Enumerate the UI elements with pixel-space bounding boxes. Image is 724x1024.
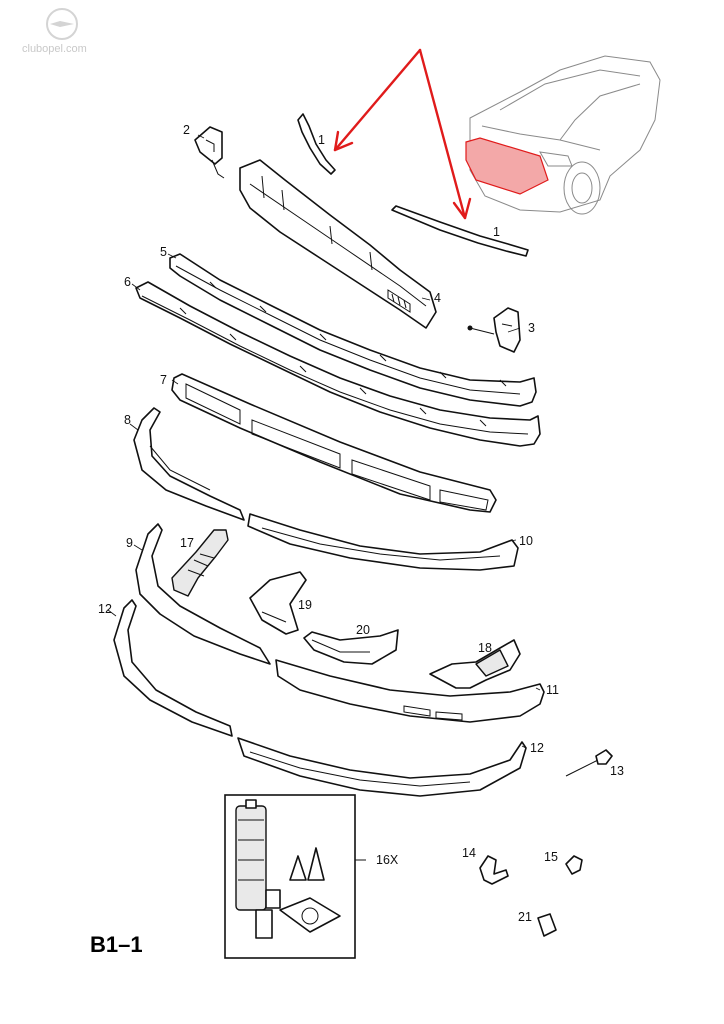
arrow-head-right: [452, 197, 472, 220]
arrow-line-left: [333, 48, 422, 152]
callout-15: 15: [544, 850, 558, 864]
part-3-bracket: [467, 307, 521, 353]
callout-1-right: 1: [493, 225, 500, 239]
callout-12-left: 12: [98, 602, 112, 616]
callout-3: 3: [528, 321, 535, 335]
callout-10: 10: [519, 534, 533, 548]
part-2-bracket: [194, 126, 225, 179]
part-6-grille-frame: [135, 281, 541, 447]
part-14-clip: [479, 855, 509, 885]
part-19-air-duct: [249, 571, 307, 635]
callout-5: 5: [160, 245, 167, 259]
callout-8: 8: [124, 413, 131, 427]
highlight-arrows: [333, 48, 472, 220]
arrow-line-right: [418, 48, 467, 220]
callout-7: 7: [160, 373, 167, 387]
part-1-trim-strip: [391, 205, 529, 257]
callout-11: 11: [546, 683, 559, 697]
part-1-trim-strip-left: [297, 113, 336, 175]
arrow-head-left: [333, 130, 354, 152]
leader-lines: [107, 134, 541, 749]
part-8-upper-lip: [133, 407, 519, 571]
callout-9: 9: [126, 536, 133, 550]
callout-13: 13: [610, 764, 624, 778]
watermark-text: clubopel.com: [22, 43, 87, 55]
callout-20: 20: [356, 623, 370, 637]
car-illustration: [465, 55, 661, 215]
callout-6: 6: [124, 275, 131, 289]
part-4-impact-bar: [239, 159, 437, 329]
callout-2: 2: [183, 123, 190, 137]
watermark-logo: clubopel.com: [22, 8, 87, 55]
callout-18: 18: [478, 641, 492, 655]
part-5-grille-frame: [169, 253, 537, 407]
part-18-air-duct: [429, 639, 521, 689]
part-16x-kit-box: [224, 794, 366, 959]
part-7-grille-insert: [171, 373, 497, 513]
callout-12-right: 12: [530, 741, 544, 755]
part-13-rivet: [565, 749, 613, 777]
part-9-lower-apron: [135, 523, 545, 723]
callout-1-left: 1: [318, 133, 325, 147]
part-15-plug: [565, 855, 583, 875]
part-12-lower-spoiler: [113, 599, 527, 797]
callout-21: 21: [518, 910, 532, 924]
part-20-air-duct: [303, 629, 399, 665]
callout-4: 4: [434, 291, 441, 305]
sheet-label: B1–1: [90, 932, 143, 957]
callout-19: 19: [298, 598, 312, 612]
callout-17: 17: [180, 536, 194, 550]
part-21-nut: [537, 913, 557, 937]
part-17-air-duct: [171, 529, 229, 597]
callout-16x: 16X: [376, 853, 399, 867]
callout-14: 14: [462, 846, 476, 860]
